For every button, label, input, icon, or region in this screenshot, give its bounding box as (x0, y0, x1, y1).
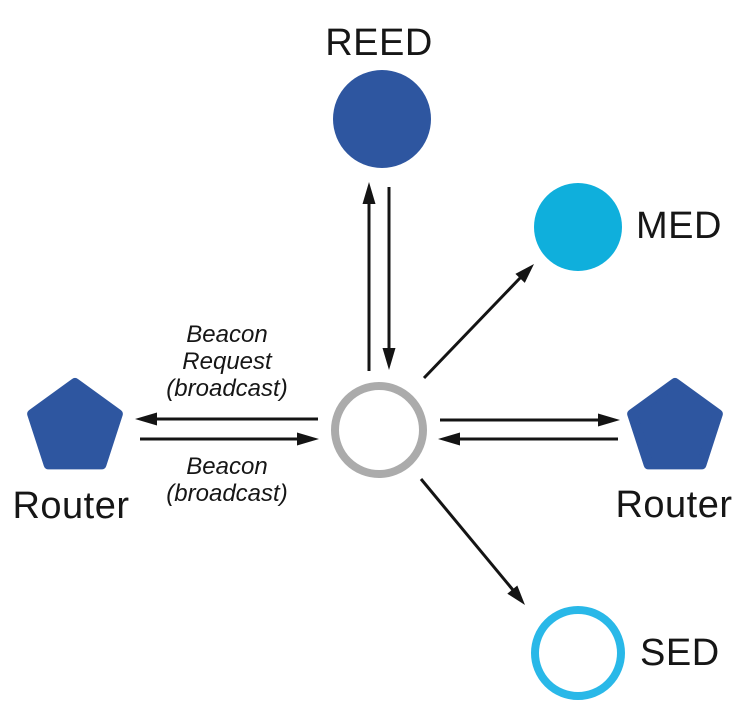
sed-node-circle (531, 606, 625, 700)
router-left-label: Router (12, 485, 129, 527)
beacon-annotation: Beacon (broadcast) (166, 453, 287, 507)
arrow-joiner-to-right-router-head (598, 413, 620, 427)
beacon-request-line1: Beacon (186, 321, 267, 348)
arrow-joiner-to-sed-head (507, 585, 525, 605)
router-left-pentagon (27, 378, 123, 470)
beacon-line1: Beacon (186, 453, 267, 480)
router-right-label: Router (615, 484, 732, 526)
arrow-left-router-to-joiner-head (297, 432, 319, 446)
reed-label: REED (325, 22, 433, 64)
arrows (135, 182, 620, 605)
sed-label: SED (640, 632, 720, 674)
reed-node-circle (333, 70, 431, 168)
arrow-joiner-to-reed-head (362, 182, 376, 204)
arrow-joiner-to-med-line (422, 275, 523, 380)
arrow-joiner-to-left-router-head (135, 412, 157, 426)
labels: REED MED SED Router Router Beacon Reques… (12, 22, 732, 674)
beacon-request-line2: Request (182, 348, 273, 375)
arrow-joiner-to-sed-line (419, 478, 515, 591)
med-label: MED (636, 205, 722, 247)
arrow-joiner-to-med-head (515, 264, 534, 283)
beacon-request-annotation: Beacon Request (broadcast) (166, 321, 287, 402)
med-node-circle (534, 183, 622, 271)
beacon-request-line3: (broadcast) (166, 375, 287, 402)
arrow-reed-to-joiner-head (382, 348, 396, 370)
router-right-pentagon (627, 378, 723, 470)
arrow-right-router-to-joiner-head (438, 432, 460, 446)
joiner-node-circle (331, 382, 427, 478)
beacon-line2: (broadcast) (166, 480, 287, 507)
